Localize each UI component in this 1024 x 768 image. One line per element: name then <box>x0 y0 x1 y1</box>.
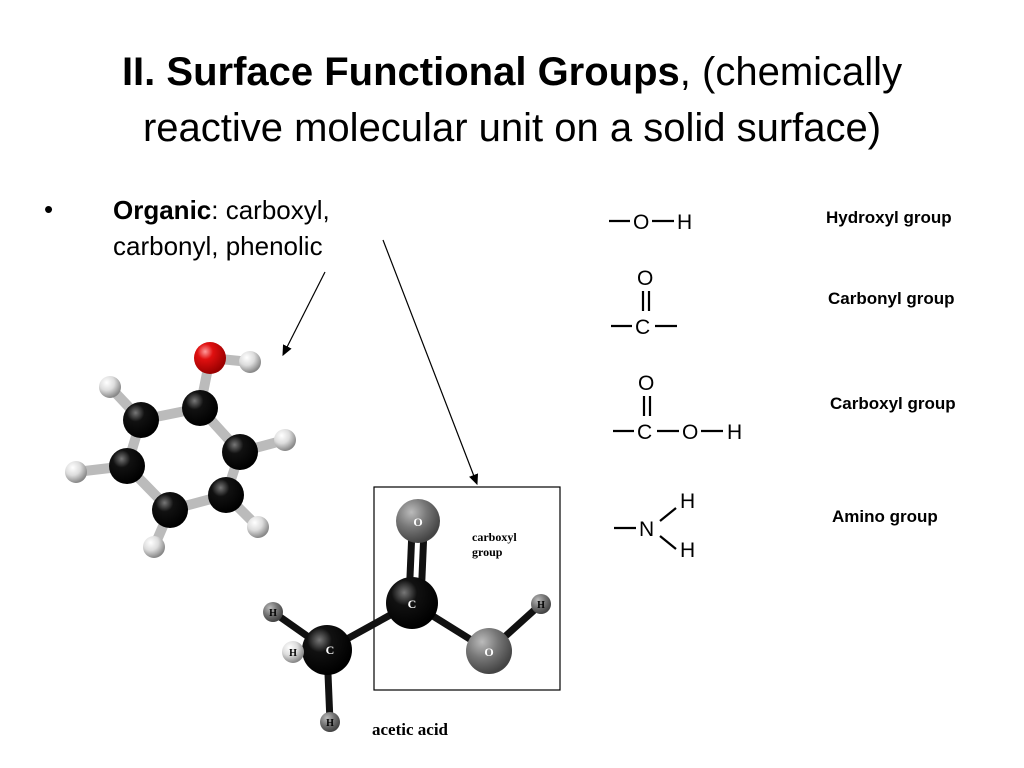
title-rest: , (chemically <box>679 50 903 94</box>
carbon-atom <box>208 477 244 513</box>
carbon-atom <box>109 448 145 484</box>
atom-o: O <box>637 267 653 290</box>
hydrogen-atom <box>143 536 165 558</box>
atom-h: H <box>677 211 692 234</box>
hydrogen-atom <box>65 461 87 483</box>
bullet-text: Organic: carboxyl, carbonyl, phenolic <box>113 192 433 264</box>
oxygen-atom <box>396 499 440 543</box>
phenol-model <box>65 342 296 558</box>
atom-o: O <box>682 421 698 444</box>
hydroxyl-formula: O H <box>609 211 692 234</box>
bullet-line2: carbonyl, phenolic <box>113 231 323 261</box>
carbonyl-label: Carbonyl group <box>828 289 955 308</box>
hydrogen-atom <box>239 351 261 373</box>
oxygen-atom <box>194 342 226 374</box>
title-line2: reactive molecular unit on a solid surfa… <box>142 106 882 150</box>
carboxyl-label-1: carboxyl <box>472 530 517 544</box>
atom-label: C <box>326 643 335 657</box>
bullet-line1: carboxyl, <box>225 195 330 225</box>
hydrogen-atom <box>320 712 340 732</box>
atom-c: C <box>635 316 650 339</box>
acetic-acid-model: O C O H C H H H carboxyl group acetic ac… <box>263 486 561 739</box>
hydroxyl-label: Hydroxyl group <box>826 208 952 227</box>
arrow-to-phenol <box>282 271 326 357</box>
carboxyl-formula: O C O H <box>613 372 742 444</box>
hydrogen-atom <box>99 376 121 398</box>
hydrogen-atom <box>263 602 283 622</box>
arrow-to-carboxyl <box>382 239 479 486</box>
atom-label: O <box>484 645 493 659</box>
carbonyl-formula: O C <box>611 267 677 339</box>
hydrogen-atom <box>274 429 296 451</box>
atom-h: H <box>727 421 742 444</box>
amino-formula: N H H <box>614 490 695 562</box>
carboxyl-label-2: group <box>472 545 503 559</box>
hydrogen-atom <box>247 516 269 538</box>
atom-h: H <box>680 539 695 562</box>
carbon-atom <box>386 577 438 629</box>
carboxyl-group-label: Carboxyl group <box>830 394 956 413</box>
atom-o: O <box>633 211 649 234</box>
hydrogen-atom <box>282 641 304 663</box>
hydrogen-atom <box>531 594 551 614</box>
atom-o: O <box>638 372 654 395</box>
atom-n: N <box>639 518 654 541</box>
bullet-sep: : <box>211 195 226 225</box>
title-bold: II. Surface Functional Groups <box>121 50 680 94</box>
atom-h: H <box>680 490 695 513</box>
oxygen-atom <box>466 628 512 674</box>
bullet-marker: • <box>44 194 54 224</box>
atom-label: C <box>408 597 417 611</box>
atom-label: H <box>326 718 334 729</box>
atom-label: H <box>269 608 277 619</box>
acetic-acid-label: acetic acid <box>372 720 449 739</box>
carbon-atom <box>182 390 218 426</box>
carbon-atom <box>123 402 159 438</box>
carbon-atom <box>302 625 352 675</box>
bullet-heading: Organic <box>113 195 212 225</box>
carbon-atom <box>152 492 188 528</box>
carbon-atom <box>222 434 258 470</box>
slide-title: II. Surface Functional Groups, (chemical… <box>0 44 1024 156</box>
amino-label: Amino group <box>832 507 938 526</box>
atom-label: O <box>413 515 422 529</box>
atom-label: H <box>289 648 297 659</box>
atom-c: C <box>637 421 652 444</box>
atom-label: H <box>537 600 545 611</box>
carboxyl-box <box>373 486 561 691</box>
